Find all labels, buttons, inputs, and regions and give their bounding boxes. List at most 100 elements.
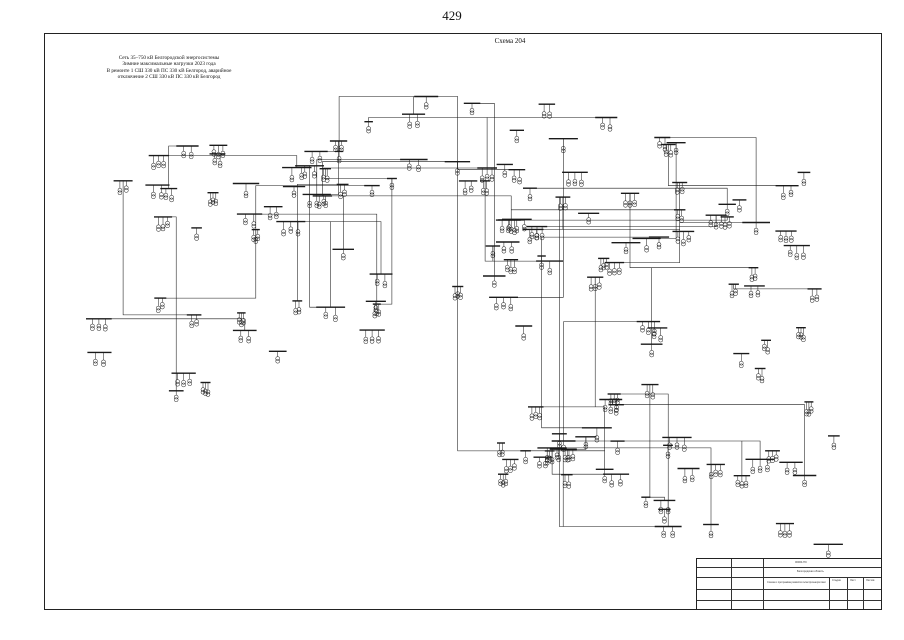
- transformer-icon: [724, 208, 730, 214]
- transformer-icon: [612, 270, 617, 276]
- transformer-icon: [808, 406, 814, 411]
- transformer-icon: [801, 178, 807, 184]
- transformer-icon: [534, 235, 540, 241]
- transformer-icon: [547, 111, 552, 117]
- transformer-icon: [188, 154, 194, 160]
- transformer-icon: [794, 253, 800, 258]
- transformer-icon: [455, 294, 460, 299]
- transformer-icon: [544, 460, 550, 466]
- transformer-icon: [798, 332, 804, 337]
- transformer-icon: [217, 160, 223, 166]
- transformer-icon: [189, 323, 194, 329]
- transformer-icon: [458, 295, 463, 300]
- transformer-icon: [541, 111, 547, 116]
- transformer-icon: [452, 295, 458, 301]
- transformer-icon: [181, 153, 186, 159]
- transformer-icon: [679, 189, 685, 195]
- transformer-icon: [583, 441, 589, 447]
- transformer-icon: [750, 466, 756, 472]
- transformer-icon: [617, 270, 622, 275]
- transformer-icon: [156, 227, 161, 232]
- transformer-icon: [755, 292, 761, 298]
- transformer-icon: [562, 483, 568, 489]
- transformer-icon: [759, 378, 765, 384]
- transformer-icon: [210, 197, 216, 203]
- transformer-icon: [554, 452, 560, 458]
- transformer-icon: [295, 229, 301, 234]
- transformer-icon: [321, 201, 327, 207]
- transformer-icon: [547, 268, 553, 273]
- transformer-icon: [314, 200, 320, 206]
- transformer-icon: [562, 457, 568, 463]
- transformer-icon: [509, 246, 514, 251]
- transformer-icon: [512, 463, 517, 468]
- transformer-icon: [469, 108, 475, 113]
- transformer-icon: [752, 273, 758, 279]
- transformer-icon: [415, 123, 420, 129]
- transformer-icon: [382, 283, 388, 289]
- transformer-icon: [498, 478, 503, 484]
- transformer-icon: [507, 227, 512, 232]
- transformer-icon: [682, 476, 688, 481]
- transformer-icon: [160, 224, 166, 229]
- transformer-icon: [213, 198, 219, 204]
- transformer-icon: [210, 200, 216, 205]
- transformer-icon: [539, 262, 544, 268]
- transformer-icon: [103, 326, 108, 332]
- page-number: 429: [442, 8, 462, 23]
- transformer-icon: [517, 177, 522, 182]
- diagram-caption: Сеть 35–750 кВ Белгородской энергосистем…: [84, 55, 254, 81]
- transformer-icon: [336, 158, 342, 164]
- transformer-icon: [243, 193, 249, 199]
- transformer-icon: [165, 220, 170, 226]
- transformer-icon: [211, 152, 217, 157]
- transformer-icon: [101, 359, 106, 365]
- transformer-icon: [501, 246, 507, 251]
- transformer-icon: [512, 227, 517, 233]
- transformer-icon: [588, 286, 594, 292]
- transformer-icon: [784, 470, 790, 475]
- transformer-icon: [302, 171, 308, 177]
- transformer-icon: [159, 192, 164, 197]
- transformer-icon: [338, 194, 343, 200]
- transformer-icon: [529, 234, 535, 240]
- transformer-icon: [644, 245, 649, 250]
- transformer-icon: [194, 321, 199, 327]
- transformer-icon: [547, 458, 552, 463]
- transformer-icon: [151, 165, 156, 170]
- transformer-icon: [407, 163, 412, 169]
- transformer-icon: [765, 347, 770, 352]
- transformer-icon: [586, 217, 591, 222]
- transformer-icon: [274, 214, 279, 220]
- transformer-icon: [623, 247, 629, 252]
- transformer-icon: [566, 481, 572, 487]
- transformer-icon: [651, 331, 657, 337]
- title-block-sheet: Лист: [850, 579, 856, 582]
- transformer-icon: [541, 113, 547, 119]
- transformer-icon: [415, 120, 420, 126]
- transformer-icon: [160, 226, 166, 232]
- transformer-icon: [679, 186, 685, 192]
- transformer-icon: [241, 320, 246, 326]
- transformer-icon: [781, 192, 786, 198]
- transformer-icon: [566, 484, 572, 489]
- transformer-icon: [246, 336, 251, 341]
- transformer-icon: [307, 203, 312, 209]
- transformer-icon: [324, 175, 330, 181]
- transformer-icon: [543, 463, 548, 469]
- transformer-icon: [369, 189, 375, 195]
- transformer-icon: [203, 391, 208, 396]
- transformer-icon: [407, 166, 412, 171]
- transformer-icon: [117, 190, 123, 196]
- transformer-icon: [708, 222, 714, 228]
- transformer-icon: [93, 361, 98, 367]
- transformer-icon: [640, 325, 645, 330]
- transformer-icon: [508, 269, 514, 275]
- transformer-icon: [614, 405, 619, 410]
- transformer-icon: [333, 145, 338, 150]
- transformer-icon: [729, 293, 735, 299]
- transformer-icon: [161, 161, 166, 166]
- transformer-icon: [156, 224, 161, 230]
- transformer-icon: [735, 482, 741, 488]
- transformer-icon: [686, 237, 692, 243]
